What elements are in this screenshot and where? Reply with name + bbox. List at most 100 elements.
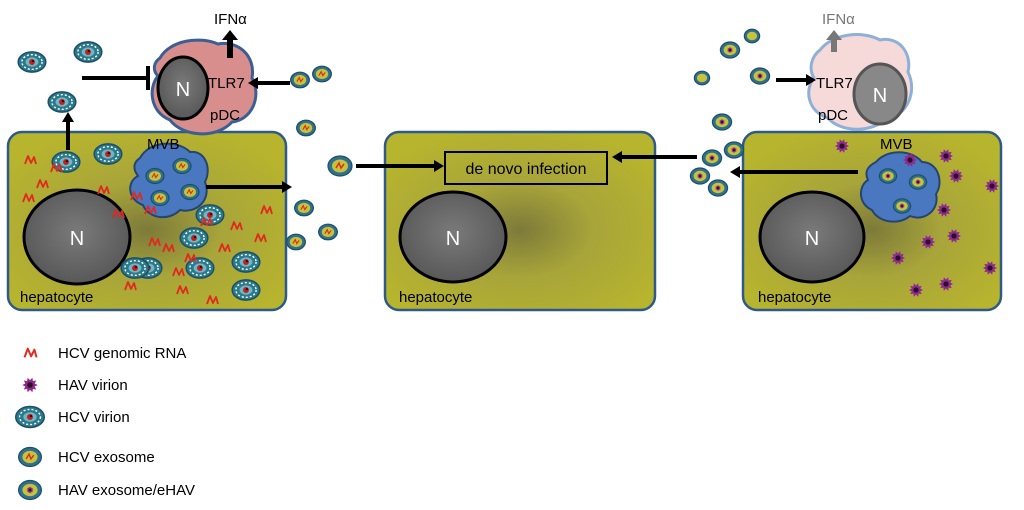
hav-virion: [939, 149, 953, 163]
hav-virion: [947, 229, 961, 243]
legend-item: HCV exosome: [18, 446, 155, 468]
hcv-rna: [172, 267, 185, 277]
nucleus-right: [758, 190, 866, 284]
hcv-virion: [47, 91, 77, 113]
hav-exosome: [892, 198, 912, 214]
hav-virion: [835, 139, 849, 153]
arrowhead: [62, 112, 74, 122]
tlr7-label: TLR7: [208, 75, 245, 92]
ifn-alpha-label: IFNα: [214, 11, 247, 28]
hcv-exosome: [145, 167, 165, 185]
hcv-rna: [148, 237, 161, 247]
nucleus-label: N: [70, 228, 84, 250]
hav-exosome: [749, 67, 771, 85]
hcv-virion: [231, 251, 261, 273]
nucleus-label: N: [446, 228, 460, 250]
hav-virion: [909, 283, 923, 297]
ifn-arrow-up: [222, 30, 238, 58]
hcv-rna: [254, 233, 267, 243]
legend-item: HAV exosome/eHAV: [18, 479, 195, 501]
hav-virion: [903, 153, 917, 167]
nucleus-center: [398, 190, 508, 284]
hav-exosome: [707, 179, 729, 197]
hcv-rna: [184, 253, 197, 263]
hcv-rna: [260, 205, 273, 215]
hav-exosome: [723, 141, 745, 159]
hav-exosome: [878, 168, 898, 184]
plain-exosome: [743, 28, 761, 44]
hav-virion: [949, 169, 963, 183]
mvb-right: [860, 151, 941, 223]
hav-exosome: [719, 41, 741, 59]
hav-exosome: [701, 149, 723, 167]
hcv-rna-icon: [23, 347, 38, 358]
hav-exosome: [908, 174, 928, 190]
legend-item: HAV virion: [22, 377, 128, 394]
hav-exosome: [689, 167, 711, 185]
plain-exosome: [693, 70, 711, 86]
arrowhead: [248, 77, 258, 89]
hcv-rna: [24, 155, 37, 165]
pdc-nucleus-hav: [852, 62, 908, 126]
hcv-virion: [17, 51, 47, 73]
hcv-rna: [112, 209, 125, 219]
hav-virion-icon: [22, 377, 38, 393]
hcv-rna: [22, 193, 35, 203]
hcv-virion: [120, 257, 150, 279]
de-novo-infection-label: de novo infection: [466, 161, 587, 178]
arrowhead: [806, 74, 816, 86]
pdc-label: pDC: [818, 107, 848, 124]
hcv-rna: [50, 163, 63, 173]
pdc-nucleus: [156, 55, 210, 121]
hcv-virion: [231, 279, 261, 301]
hcv-virion: [93, 143, 123, 165]
legend-label: HCV exosome: [58, 449, 155, 466]
legend-label: HAV exosome/eHAV: [58, 482, 195, 499]
hcv-rna: [130, 191, 143, 201]
hcv-rna: [124, 281, 137, 291]
hcv-rna: [206, 295, 219, 305]
hcv-rna: [36, 179, 49, 189]
hcv-exosome: [327, 155, 353, 177]
hav-virion: [891, 251, 905, 265]
hcv-exosome: [296, 119, 316, 137]
nucleus-left: [22, 188, 132, 286]
hav-virion: [939, 277, 953, 291]
ifn-arrow-up-hav: [826, 30, 842, 52]
ifn-alpha-label: IFNα: [822, 11, 855, 28]
hepatocyte-label: hepatocyte: [20, 289, 93, 306]
legend-item: HCV genomic RNA: [23, 345, 186, 362]
nucleus-label: N: [873, 85, 887, 107]
particle-layer: [17, 28, 999, 305]
hcv-exosome: [150, 189, 170, 207]
legend-label: HCV genomic RNA: [58, 345, 186, 362]
hcv-exosome: [294, 199, 314, 217]
hcv-virion: [73, 41, 103, 63]
de-novo-infection-box: [444, 151, 608, 185]
nucleus-label: N: [805, 228, 819, 250]
mvb-label: MVB: [880, 136, 913, 153]
hcv-exosome: [286, 233, 306, 251]
hcv-exosome: [172, 157, 192, 175]
hav-exosome: [711, 113, 733, 131]
hcv-exosome: [318, 223, 338, 241]
nucleus-label: N: [176, 79, 190, 101]
hcv-exosome-icon: [18, 446, 42, 468]
hav-exosome-icon: [18, 479, 42, 501]
hcv-rna: [218, 243, 231, 253]
hcv-rna: [162, 243, 175, 253]
legend-label: HCV virion: [58, 409, 130, 426]
hcv-virion: [179, 227, 209, 249]
hcv-rna: [230, 221, 243, 231]
hcv-exosome: [180, 183, 200, 201]
legend-label: HAV virion: [58, 377, 128, 394]
tlr7-label: TLR7: [816, 75, 853, 92]
arrowhead: [612, 151, 622, 163]
hcv-rna: [97, 185, 110, 195]
pdc-label: pDC: [210, 107, 240, 124]
hcv-exosome: [290, 71, 310, 89]
hcv-rna: [144, 205, 157, 215]
hepatocyte-label: hepatocyte: [758, 289, 831, 306]
